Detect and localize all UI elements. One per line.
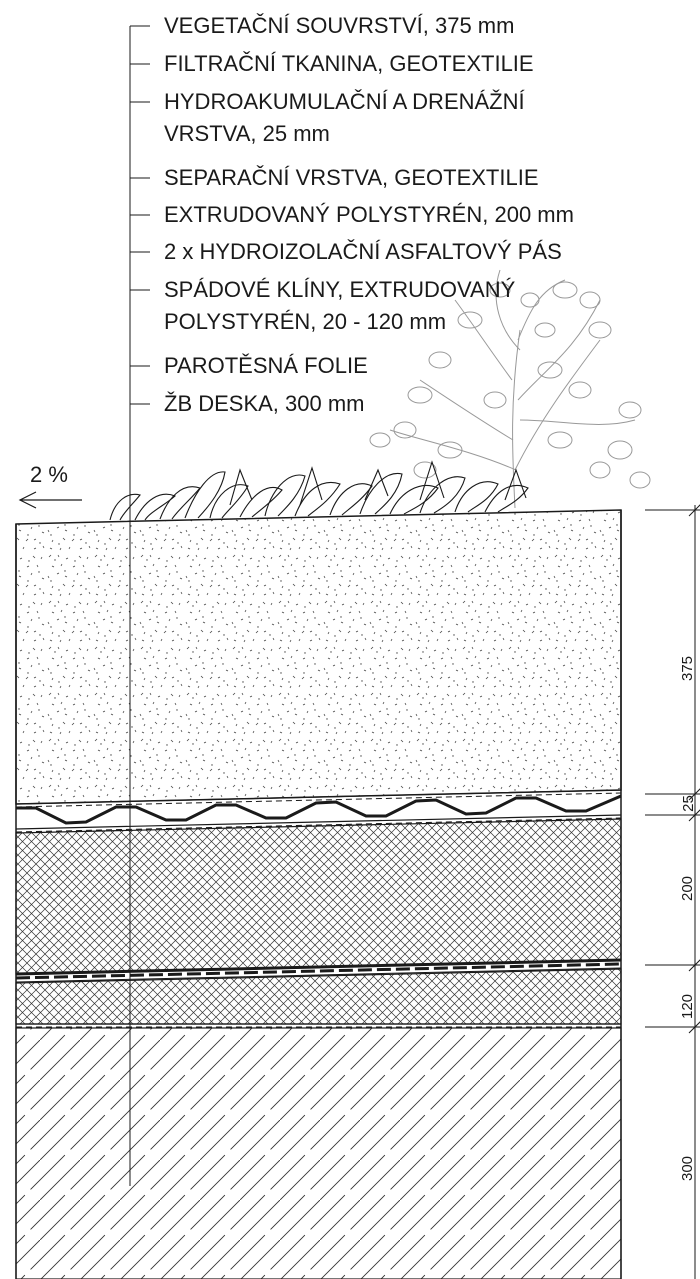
- filter-fabric-line: [15, 789, 622, 805]
- concrete-slab-layer: [15, 1027, 622, 1279]
- shrub-icon: [109, 460, 529, 521]
- dimension-label-xps: 200: [679, 875, 697, 902]
- legend-slope-wedges-line1: SPÁDOVÉ KLÍNY, EXTRUDOVANÝ: [164, 277, 516, 302]
- legend-leader-ticks: [130, 25, 150, 405]
- legend-slope-wedges-line2: POLYSTYRÉN, 20 - 120 mm: [164, 309, 447, 334]
- waterproofing-membrane-dashed: [15, 962, 622, 980]
- legend-xps: EXTRUDOVANÝ POLYSTYRÉN, 200 mm: [164, 202, 574, 227]
- xps-insulation-layer: [15, 818, 622, 975]
- legend-waterproofing: 2 x HYDROIZOLAČNÍ ASFALTOVÝ PÁS: [164, 239, 562, 264]
- legend-vegetation: VEGETAČNÍ SOUVRSTVÍ, 375 mm: [164, 13, 515, 38]
- waterproofing-membrane-top: [15, 958, 622, 976]
- waterproofing-membrane-bottom: [15, 967, 622, 983]
- arrow-left-icon: [18, 491, 82, 509]
- legend-concrete-slab: ŽB DESKA, 300 mm: [164, 391, 365, 416]
- separation-layer-dashed: [15, 817, 622, 833]
- slope-wedge-layer: [15, 968, 622, 1025]
- drainage-layer-profile: [16, 794, 622, 825]
- legend-drainage-line1: HYDROAKUMULAČNÍ A DRENÁŽNÍ: [164, 89, 525, 114]
- filter-fabric-dashed: [15, 792, 622, 808]
- vegetation-substrate-layer: [15, 509, 622, 805]
- dimension-label-slab: 300: [679, 1155, 697, 1182]
- legend-separation: SEPARAČNÍ VRSTVA, GEOTEXTILIE: [164, 165, 539, 190]
- separation-layer-line: [15, 814, 622, 830]
- legend-filter-fabric: FILTRAČNÍ TKANINA, GEOTEXTILIE: [164, 51, 534, 76]
- legend-drainage-line2: VRSTVA, 25 mm: [164, 121, 330, 146]
- legend-vapour-barrier: PAROTĚSNÁ FOLIE: [164, 353, 368, 378]
- tall-plant-icon: [369, 269, 651, 509]
- dimension-line: [645, 504, 700, 1279]
- dimension-label-slope-wedges: 120: [679, 993, 697, 1020]
- dimension-label-drainage: 25: [679, 795, 697, 812]
- dimension-label-vegetation: 375: [679, 655, 697, 682]
- slope-label: 2 %: [30, 462, 68, 487]
